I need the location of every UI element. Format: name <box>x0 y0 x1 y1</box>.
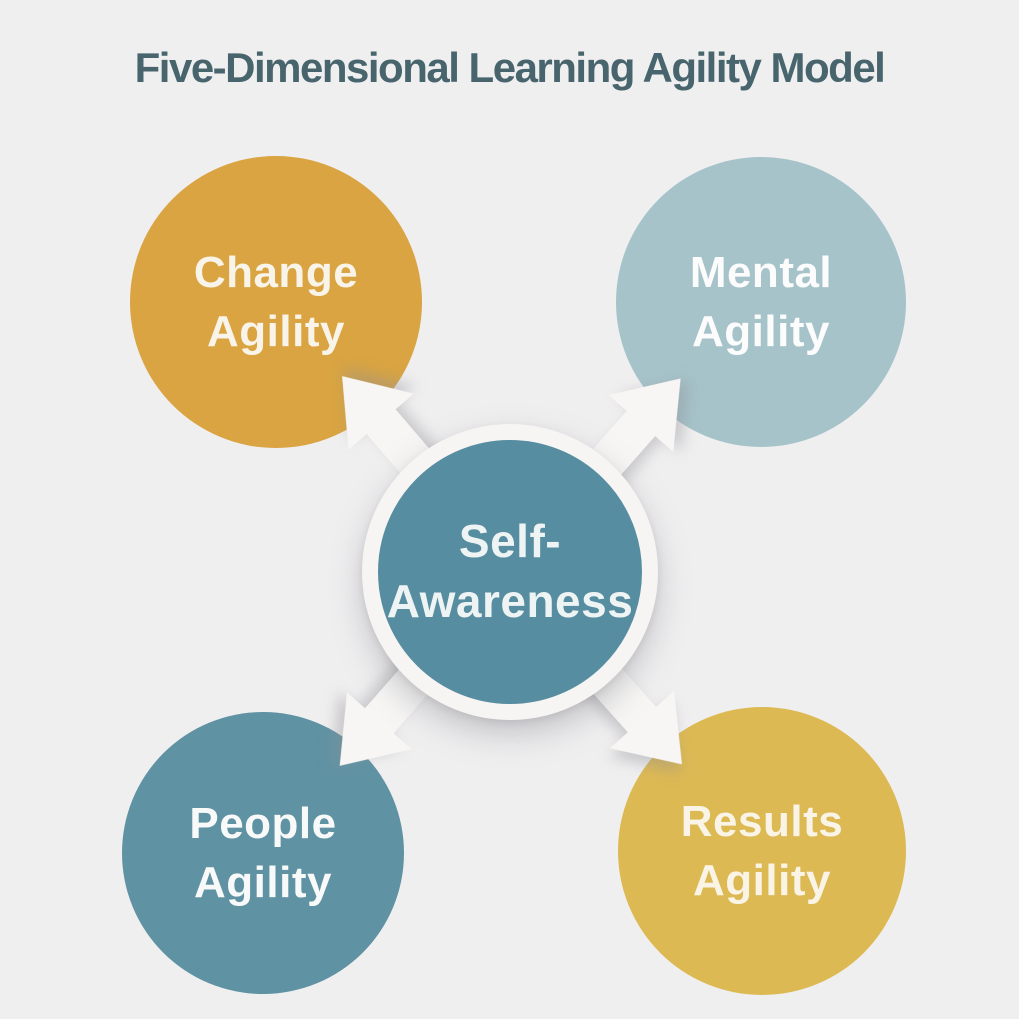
node-label-line: Agility <box>692 307 830 356</box>
node-label-line: Agility <box>693 856 831 905</box>
node-results-agility-label: Results Agility <box>681 792 843 911</box>
node-label-line: Change <box>193 247 359 297</box>
node-change-agility: Change Agility <box>130 156 422 448</box>
node-people-agility-label: People Agility <box>189 794 336 913</box>
node-self-awareness: Self- Awareness <box>362 424 658 720</box>
node-mental-agility-label: Mental Agility <box>690 243 832 362</box>
node-label-line: Results <box>680 796 844 846</box>
node-label-line: Mental <box>689 247 833 297</box>
node-label-line: Self- <box>458 515 562 568</box>
node-label-line: Agility <box>207 307 345 356</box>
node-label-line: Agility <box>194 858 332 907</box>
node-change-agility-label: Change Agility <box>194 243 358 362</box>
node-self-awareness-label: Self- Awareness <box>387 512 634 632</box>
node-label-line: People <box>189 798 337 848</box>
node-label-line: Awareness <box>386 575 634 627</box>
diagram-title: Five-Dimensional Learning Agility Model <box>134 44 886 91</box>
